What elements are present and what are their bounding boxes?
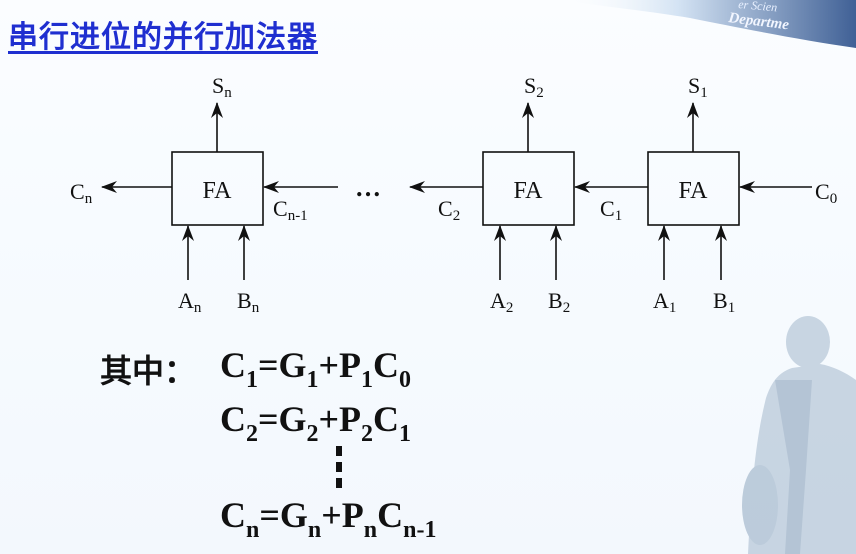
label-c2: C2 bbox=[438, 196, 460, 224]
label-a2: A2 bbox=[490, 288, 513, 316]
label-s2: S2 bbox=[524, 73, 544, 101]
banner-text-1: er Scien bbox=[738, 0, 778, 14]
label-cn: Cn bbox=[70, 179, 93, 207]
label-an: An bbox=[178, 288, 202, 316]
page-title: 串行进位的并行加法器 bbox=[8, 20, 318, 55]
equation-cn: Cn=Gn+PnCn-1 bbox=[220, 495, 437, 543]
label-a1: A1 bbox=[653, 288, 676, 316]
vertical-ellipsis bbox=[336, 446, 342, 488]
label-sn: Sn bbox=[212, 73, 232, 101]
label-b2: B2 bbox=[548, 288, 570, 316]
fa-label-1: FA bbox=[679, 178, 709, 204]
ellipsis: … bbox=[355, 173, 381, 202]
qizhong-label: 其中： bbox=[100, 352, 197, 390]
label-s1: S1 bbox=[688, 73, 708, 101]
label-bn: Bn bbox=[237, 288, 260, 316]
label-cn1: Cn-1 bbox=[273, 196, 308, 224]
fa-label-n: FA bbox=[203, 178, 233, 204]
label-c0: C0 bbox=[815, 179, 837, 207]
banner-text-2: Departme bbox=[727, 10, 791, 33]
label-b1: B1 bbox=[713, 288, 735, 316]
label-c1: C1 bbox=[600, 196, 622, 224]
fa-label-2: FA bbox=[514, 178, 544, 204]
equation-c1: C1=G1+P1C0 bbox=[220, 345, 412, 393]
equation-c2: C2=G2+P2C1 bbox=[220, 399, 412, 447]
